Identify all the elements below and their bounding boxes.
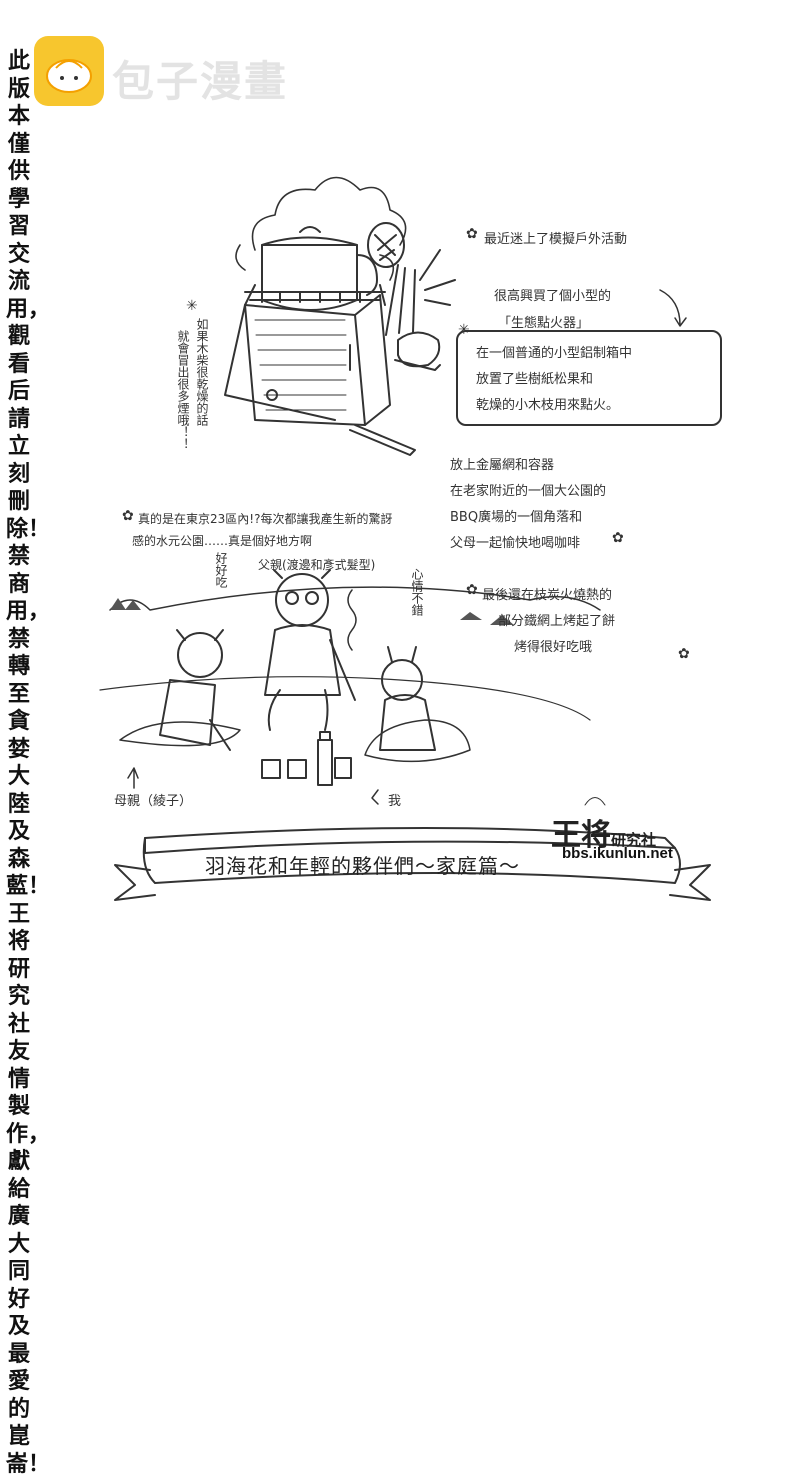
studio-suffix: 研究社	[611, 831, 657, 849]
note-final-3: 烤得很好吃哦	[514, 640, 593, 655]
note-middle-3: BBQ廣場的一個角落和	[450, 510, 583, 525]
banner-title: 羽海花和年輕的夥伴們～家庭篇～	[205, 854, 520, 878]
note-final-2: 部分鐵網上烤起了餅	[498, 614, 616, 629]
site-name: 包子漫畫	[112, 57, 289, 106]
label-me: 我	[388, 794, 402, 809]
flower-icon: ✳	[186, 298, 198, 314]
note-box-3: 乾燥的小木枝用來點火。	[476, 398, 620, 413]
flower-icon: ✿	[466, 226, 478, 242]
note-middle-4: 父母一起愉快地喝咖啡	[450, 536, 581, 551]
studio-name: 王将	[551, 818, 611, 853]
studio-url: bbs.ikunlun.net	[562, 845, 673, 862]
note-purchase-1: 很高興買了個小型的	[494, 289, 612, 304]
logo-bun-icon	[34, 36, 104, 106]
note-tokyo-2: 感的水元公園……真是個好地方啊	[132, 534, 313, 548]
flower-icon: ✿	[678, 646, 690, 662]
studio-credit: 王将研究社	[551, 810, 656, 854]
flower-icon: ✿	[122, 508, 134, 524]
note-middle-1: 放上金屬網和容器	[450, 458, 555, 473]
note-box-2: 放置了些樹紙松果和	[476, 372, 594, 387]
note-top-right: 最近迷上了模擬戶外活動	[484, 232, 628, 247]
side-notice: 此版本僅供學習交流用，觀看后請立刻刪除！禁商用，禁轉至貪婪大陸及森藍！王将研究社…	[6, 49, 51, 1477]
note-box	[456, 330, 722, 426]
speech-tasty: 好好吃	[214, 552, 228, 588]
note-middle-2: 在老家附近的一個大公園的	[450, 484, 607, 499]
label-mother: 母親（綾子）	[114, 794, 193, 809]
label-father: 父親(渡邊和彥式髮型)	[258, 558, 376, 572]
flower-icon: ✿	[466, 582, 478, 598]
illustration	[99, 176, 711, 901]
speech-mood: 心情不錯	[410, 568, 424, 616]
note-final-1: 最後還在枝炭火燒熱的	[482, 588, 613, 603]
flower-icon: ✿	[612, 530, 624, 546]
note-left-vertical-1: 如果木柴很乾燥的話	[195, 318, 209, 426]
note-tokyo-1: 真的是在東京23區內!?每次都讓我產生新的驚訝	[138, 512, 393, 526]
note-box-1: 在一個普通的小型鋁制箱中	[476, 346, 633, 361]
note-left-vertical-2: 就會冒出很多煙哦！！	[176, 330, 190, 450]
flower-icon: ✳	[458, 322, 470, 338]
note-purchase-2: 「生態點火器」	[498, 316, 590, 331]
